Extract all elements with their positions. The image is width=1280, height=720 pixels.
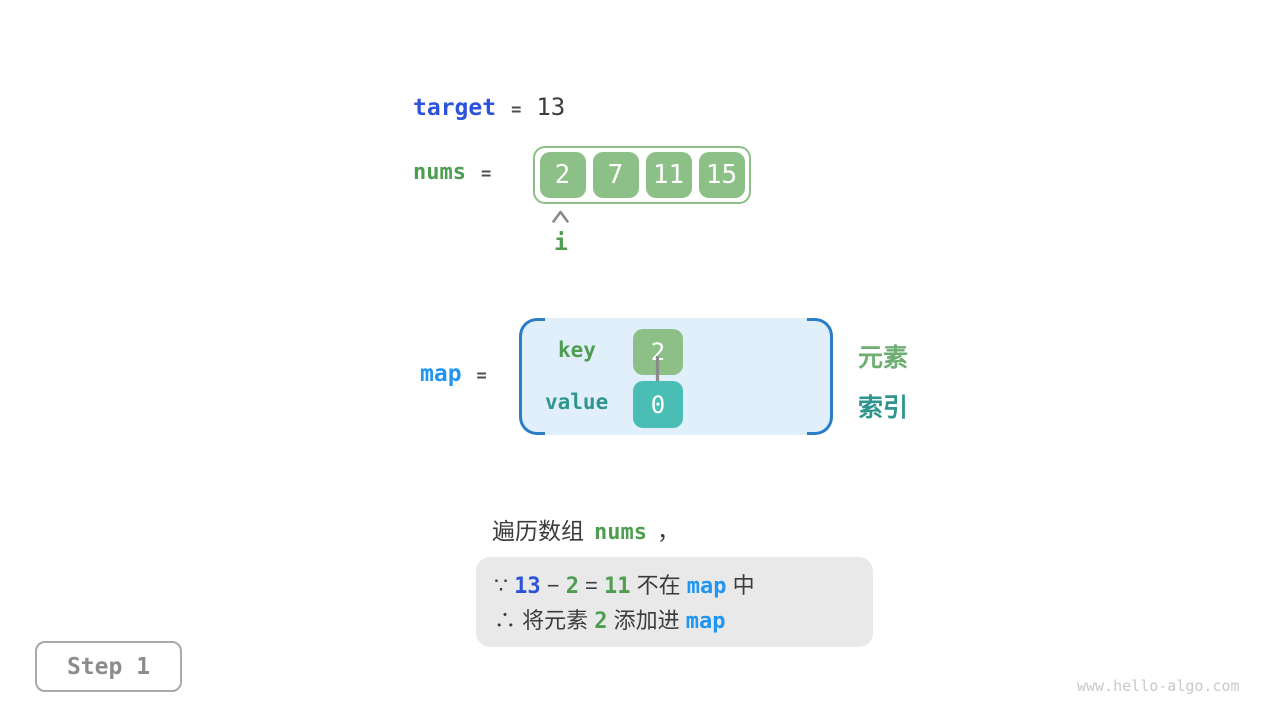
nums-keyword: nums xyxy=(413,160,466,185)
note-segment: 不在 xyxy=(630,573,687,598)
map-bracket-right xyxy=(807,318,833,435)
caption-prefix: 遍历数组 xyxy=(492,518,584,544)
target-keyword: target xyxy=(413,95,497,121)
note-segment: 中 xyxy=(726,573,755,598)
caption-sentence: 遍历数组 nums ， xyxy=(492,512,680,546)
caption-suffix: ， xyxy=(656,518,680,544)
map-keyword: map xyxy=(420,361,462,387)
map-equals: = xyxy=(476,366,487,386)
note-segment: 11 xyxy=(604,574,631,599)
note-segment: 2 xyxy=(594,609,608,634)
note-segment: map xyxy=(686,574,727,599)
nums-label-row: nums = xyxy=(413,160,491,185)
note-line-because: ∵ 13 − 2 = 11 不在 map 中 xyxy=(494,569,855,604)
target-equals: = xyxy=(511,100,522,120)
map-bracket-left xyxy=(519,318,545,435)
target-row: target = 13 xyxy=(413,93,565,121)
note-segment: 2 xyxy=(565,574,579,599)
reasoning-note-box: ∵ 13 − 2 = 11 不在 map 中 ∴ 将元素 2 添加进 map xyxy=(476,557,873,647)
step-badge: Step 1 xyxy=(35,641,182,692)
note-segment: ∵ xyxy=(494,573,515,598)
index-pointer-arrow-icon xyxy=(552,210,569,223)
note-segment: = xyxy=(578,573,605,598)
map-container: key 2 0 value xyxy=(519,318,833,435)
index-pointer-label: i xyxy=(554,230,568,256)
note-segment: − xyxy=(540,573,566,598)
note-segment: 添加进 xyxy=(607,608,686,633)
note-segment: 13 xyxy=(514,574,541,599)
array-cell-2: 11 xyxy=(645,152,692,198)
caption-code-nums: nums xyxy=(594,520,647,545)
array-cell-0: 2 xyxy=(539,152,586,198)
map-value-label: value xyxy=(545,390,609,414)
map-value-cell: 0 xyxy=(633,381,683,428)
array-cell-1: 7 xyxy=(592,152,639,198)
map-label-row: map = xyxy=(420,361,487,387)
note-line-therefore: ∴ 将元素 2 添加进 map xyxy=(494,604,855,639)
array-cell-3: 15 xyxy=(698,152,745,198)
nums-array: 2 7 11 15 xyxy=(533,146,751,204)
note-segment: map xyxy=(685,609,726,634)
element-side-label: 元素 xyxy=(858,344,909,372)
note-segment: ∴ 将元素 xyxy=(494,608,595,633)
nums-equals: = xyxy=(480,164,492,184)
map-key-label: key xyxy=(558,338,596,362)
watermark: www.hello-algo.com xyxy=(1077,677,1240,695)
target-value: 13 xyxy=(536,93,566,121)
index-side-label: 索引 xyxy=(858,394,909,422)
